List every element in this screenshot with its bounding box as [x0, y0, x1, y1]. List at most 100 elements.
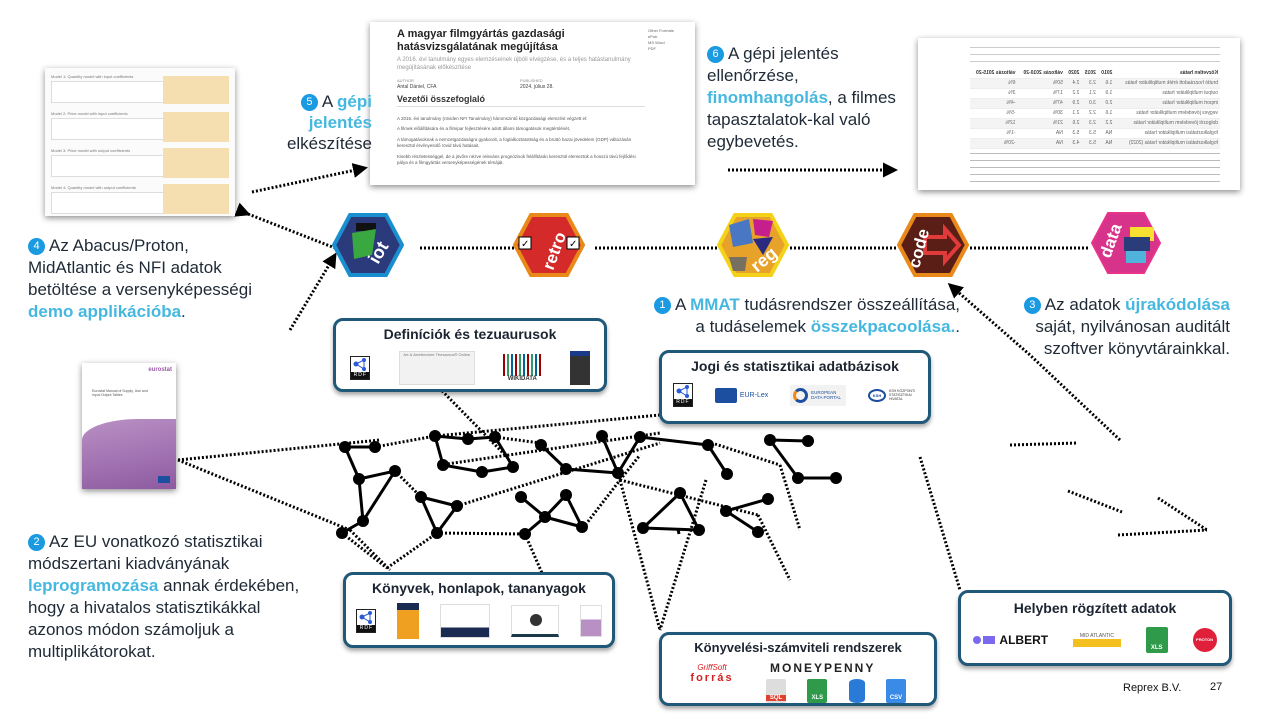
- report-text-lines: [970, 44, 1220, 64]
- graph-node: [515, 491, 527, 503]
- graph-node: [369, 441, 381, 453]
- legal-databases-box: Jogi és statisztikai adatbázisok RDF EUR…: [659, 350, 931, 424]
- format-pdf-link[interactable]: PDF: [648, 46, 656, 51]
- graph-node: [429, 430, 441, 442]
- graph-node: [762, 493, 774, 505]
- albert-logo: ALBERT: [973, 633, 1048, 647]
- graph-node: [612, 467, 624, 479]
- network-overlay: [330, 400, 1250, 580]
- report-bullets: A filmek előállítására és a filmipar fej…: [397, 126, 645, 166]
- table-row: foglalkoztatási multiplikátor hatás (202…: [970, 138, 1220, 148]
- xls-file-icon: XLS: [1145, 627, 1168, 653]
- graph-node: [336, 527, 348, 539]
- graph-node: [634, 431, 646, 443]
- graph-node: [353, 473, 365, 485]
- graph-node: [674, 487, 686, 499]
- graph-node: [560, 463, 572, 475]
- csv-file-icon: CSV: [885, 679, 906, 703]
- database-icon: [848, 679, 865, 703]
- xls-file-icon: XLS: [807, 679, 828, 703]
- report-subtitle: A 2016. évi tanulmány egyes elemzéseinek…: [397, 57, 631, 71]
- vocabularies-thumbnail: [569, 351, 590, 385]
- table-row: bruttó hozzáadott érték multiplikátor ha…: [970, 78, 1220, 88]
- report-section-title: Vezetői összefoglaló: [397, 94, 645, 107]
- graph-node: [415, 491, 427, 503]
- graph-node: [476, 466, 488, 478]
- multiplier-table: Közvetlen hatás 2010 2015 2020 változás …: [970, 68, 1220, 149]
- definitions-box: Definíciók és tezuaurusok RDF Art & Arch…: [333, 318, 607, 392]
- graph-node: [519, 528, 531, 540]
- graph-node: [431, 527, 443, 539]
- sql-file-icon: SQL: [766, 679, 786, 703]
- graph-node: [596, 430, 608, 442]
- graph-node: [693, 524, 705, 536]
- io-tables: [163, 76, 229, 214]
- dotted-flow-links: [177, 162, 1208, 631]
- graph-node: [357, 515, 369, 527]
- step-badge: 6: [707, 46, 724, 63]
- eurostat-manual-thumbnail: [579, 605, 602, 637]
- moneypenny-logo: MONEYPENNY: [770, 661, 876, 675]
- eu-flag-icon: [158, 476, 170, 483]
- report-title: A magyar filmgyártás gazdasági hatásvizs…: [397, 28, 565, 53]
- mirrored-report-screenshot: Közvetlen hatás 2010 2015 2020 változás …: [918, 38, 1240, 190]
- report-text-lines: [970, 150, 1220, 188]
- model-block-title: Model 4: Quantity model with output coef…: [51, 185, 136, 190]
- local-data-box: Helyben rögzített adatok ALBERT MID ATLA…: [958, 590, 1232, 666]
- model-block-list: Model 1: Quantity model with input coeff…: [51, 74, 171, 214]
- report-bullet: A támogatásoknak a nemzetgazdaságra gyak…: [397, 137, 632, 148]
- graph-node: [752, 526, 764, 538]
- codebook-hex-icon: code: [896, 213, 970, 277]
- graph-node: [560, 489, 572, 501]
- step-badge: 3: [1023, 297, 1041, 314]
- box-title: Definíciók és tezuaurusok: [383, 326, 557, 342]
- report-date: 2024. július 28.: [520, 84, 554, 90]
- web-page-thumbnail: [439, 604, 490, 638]
- svg-text:✓: ✓: [569, 239, 577, 250]
- format-word-link[interactable]: MS Word: [648, 40, 665, 45]
- slide-thumbnail: [510, 605, 559, 637]
- eurostat-manual-cover: eurostat Eurostat Manual of Supply, Use …: [82, 363, 176, 489]
- graph-node: [576, 521, 588, 533]
- box-title: Könyvek, honlapok, tananyagok: [372, 580, 586, 596]
- box-title: Könyvelési-számviteli rendszerek: [694, 640, 902, 655]
- books-box: Könyvek, honlapok, tananyagok RDF: [343, 572, 615, 648]
- graph-node: [721, 468, 733, 480]
- dataset-hex-icon: data: [1090, 211, 1162, 275]
- eurostat-brand: eurostat: [148, 367, 172, 373]
- proton-cinema-logo: PROTON: [1192, 628, 1217, 652]
- wikidata-logo: WIKIDATA: [503, 354, 542, 382]
- graph-node: [637, 522, 649, 534]
- mid-atlantic-films-logo: MID ATLANTIC: [1072, 633, 1121, 647]
- rdf-icon: RDF: [672, 383, 693, 407]
- format-epub-link[interactable]: ePub: [648, 34, 658, 39]
- model-block-title: Model 2: Price model with input coeffici…: [51, 111, 128, 116]
- graph-node: [792, 472, 804, 484]
- eurostat-cover-title: Eurostat Manual of Supply, Use and Input…: [92, 389, 148, 397]
- model-block-title: Model 3: Price model with output coeffic…: [51, 148, 131, 153]
- report-screenshot: A magyar filmgyártás gazdasági hatásvizs…: [370, 22, 695, 185]
- graph-node: [539, 511, 551, 523]
- graph-node: [535, 439, 547, 451]
- report-bullet: Kisebb részletességgel, de a jövőre nézv…: [397, 154, 636, 165]
- model-block-title: Model 1: Quantity model with input coeff…: [51, 74, 134, 79]
- griffsoft-forras-logo: GriffSoft forrás: [690, 663, 734, 684]
- accounting-systems-box: Könyvelési-számviteli rendszerek GriffSo…: [659, 632, 937, 706]
- graph-node: [802, 435, 814, 447]
- box-title: Helyben rögzített adatok: [1013, 600, 1177, 616]
- retroharmonize-hex-icon: ✓✓retro: [512, 213, 586, 277]
- european-data-portal-logo: EUROPEAN DATA PORTAL: [790, 384, 847, 406]
- other-formats: Other Formats ePub MS Word PDF: [648, 28, 674, 51]
- graph-node: [764, 434, 776, 446]
